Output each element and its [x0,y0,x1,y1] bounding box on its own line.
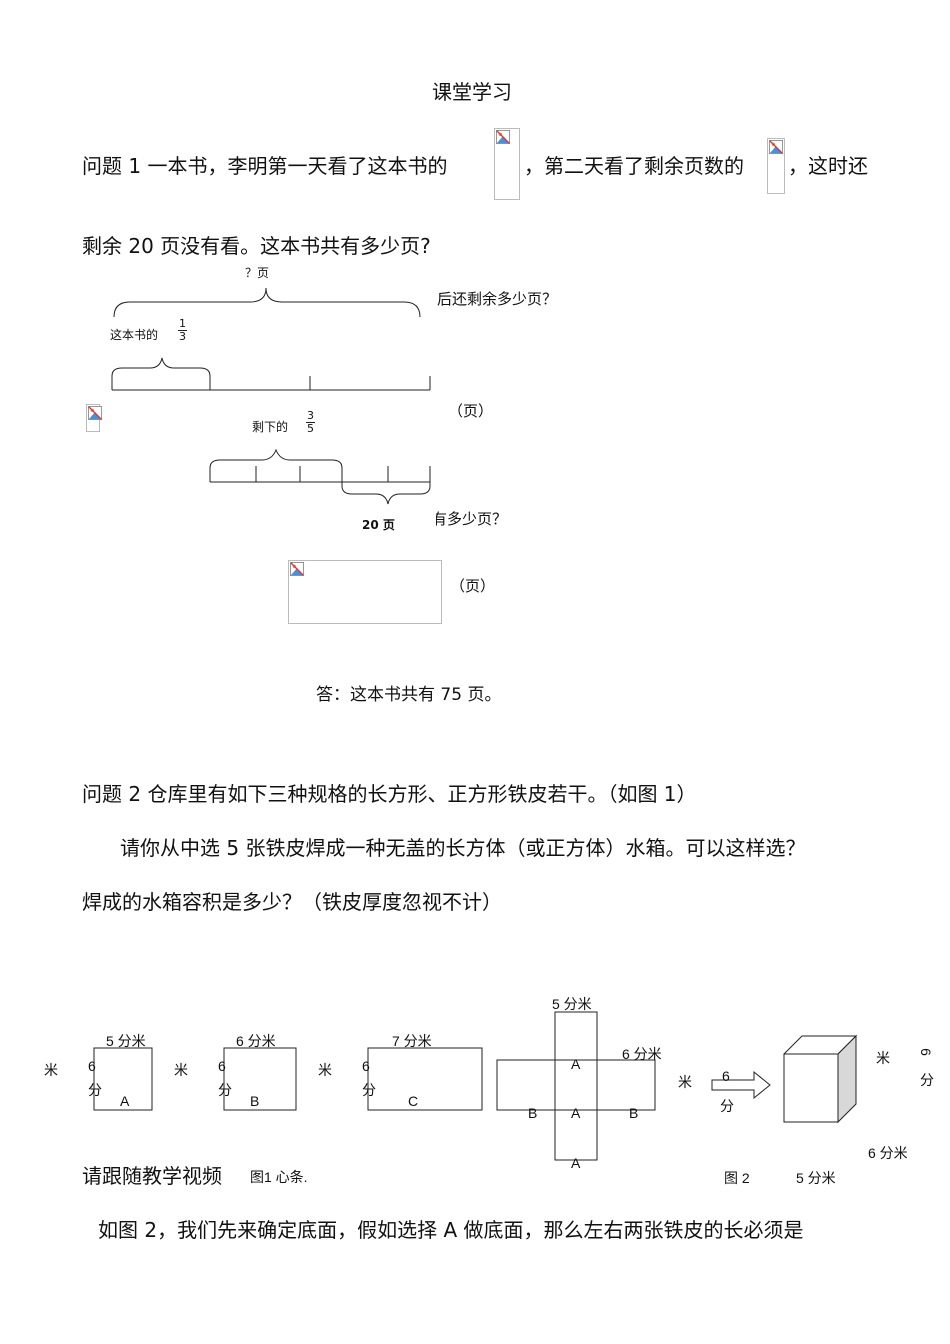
arrow-6: 6 [722,1068,730,1084]
cube-side [837,1034,857,1124]
right-arrow [711,1070,771,1100]
cube-base-label: 5 分米 [796,1170,836,1186]
sheet-a-side-mi: 米 [44,1062,58,1078]
cube-right-fen: 分 [920,1072,934,1088]
net-bottom [554,1109,598,1161]
fraction-image-1 [494,128,520,200]
sheet-b-side-fen: 分 [218,1082,232,1098]
sheet-c-side-fen: 分 [362,1082,376,1098]
figure-1-caption: 图1 心条. [250,1169,308,1185]
total-label: ？页 [245,266,270,280]
sheet-b [223,1047,297,1111]
net-letter-top: A [571,1056,581,1072]
q1-fragment-1: 后还剩余多少页？ [437,290,558,308]
sheet-b-top-label: 6 分米 [236,1033,276,1049]
figure-2-caption: 图 2 [724,1170,750,1186]
q1-answer: 答：这本书共有 75 页。 [316,685,502,705]
sheet-c-side-mi: 米 [318,1062,332,1078]
sheet-a-side-fen: 分 [88,1082,102,1098]
sheet-a [93,1047,153,1111]
sheet-c-top-label: 7 分米 [392,1033,432,1049]
net-top [554,1011,598,1061]
pages-label: 20 页 [362,518,395,532]
q1-line1-part3: ，这时还 [788,154,868,178]
third-fraction: 1 3 [178,318,187,343]
q2-line3: 焊成的水箱容积是多少？（铁皮厚度忽视不计） [82,890,502,914]
follow-video-text: 请跟随教学视频 [82,1164,222,1188]
sheet-c [367,1047,483,1111]
sheet-a-side-6: 6 [88,1058,96,1074]
net-right [596,1059,656,1111]
third-numerator: 1 [179,317,186,330]
arrow-fen: 分 [720,1098,734,1114]
rest-denominator: 5 [307,422,314,435]
sheet-c-letter: C [408,1093,419,1109]
page-title: 课堂学习 [432,80,512,104]
q1-line2: 剩余 20 页没有看。这本书共有多少页? [82,234,431,258]
net-right-label: 6 分米 [622,1046,662,1062]
third-brace [111,357,211,390]
broken-image-icon [290,562,304,576]
q2-line4: 如图 2，我们先来确定底面，假如选择 A 做底面，那么左右两张铁皮的长必须是 [98,1218,804,1242]
sheet-a-letter: A [120,1093,130,1109]
rest-brace [209,448,343,482]
sheet-b-letter: B [250,1093,260,1109]
total-brace [113,287,421,318]
sheet-b-side-mi: 米 [174,1062,188,1078]
net-letter-bottom: A [571,1155,581,1171]
cube-right-mi: 米 [876,1050,890,1066]
pages-brace [341,482,431,505]
q1-unit-1: （页） [448,402,494,420]
third-label: 这本书的 [110,328,159,342]
broken-image-icon [88,406,102,420]
q1-unit-2: （页） [450,577,496,595]
sheet-a-top-label: 5 分米 [106,1033,146,1049]
q2-line2: 请你从中选 5 张铁皮焊成一种无盖的长方体（或正方体）水箱。可以这样选？ [120,836,806,860]
cube-right-6: 6 [917,1048,934,1056]
fraction-image-2 [767,138,785,194]
rest-label: 剩下的 [252,420,289,434]
net-letter-center: A [571,1105,581,1121]
broken-image-icon [496,130,510,144]
equation-image-1 [86,404,102,432]
cube-bottom-label: 6 分米 [868,1145,908,1161]
third-denominator: 3 [179,330,186,343]
rest-fraction: 3 5 [306,410,315,435]
cube-front [783,1053,839,1123]
net-left [496,1059,556,1111]
rest-numerator: 3 [307,409,314,422]
equation-image-2 [288,560,442,624]
sheet-c-side-6: 6 [362,1058,370,1074]
net-letter-right: B [629,1105,639,1121]
q1-line1-part1: 问题 1 一本书，李明第一天看了这本书的 [82,154,448,178]
q2-line1: 问题 2 仓库里有如下三种规格的长方形、正方形铁皮若干。（如图 1） [82,782,697,806]
broken-image-icon [769,140,783,154]
arrow-mi: 米 [678,1074,692,1090]
net-top-label: 5 分米 [552,996,592,1012]
q1-line1-part2: ，第二天看了剩余页数的 [524,154,744,178]
net-letter-left: B [528,1105,538,1121]
sheet-b-side-6: 6 [218,1058,226,1074]
q1-fragment-2: 有多少页？ [432,510,508,528]
